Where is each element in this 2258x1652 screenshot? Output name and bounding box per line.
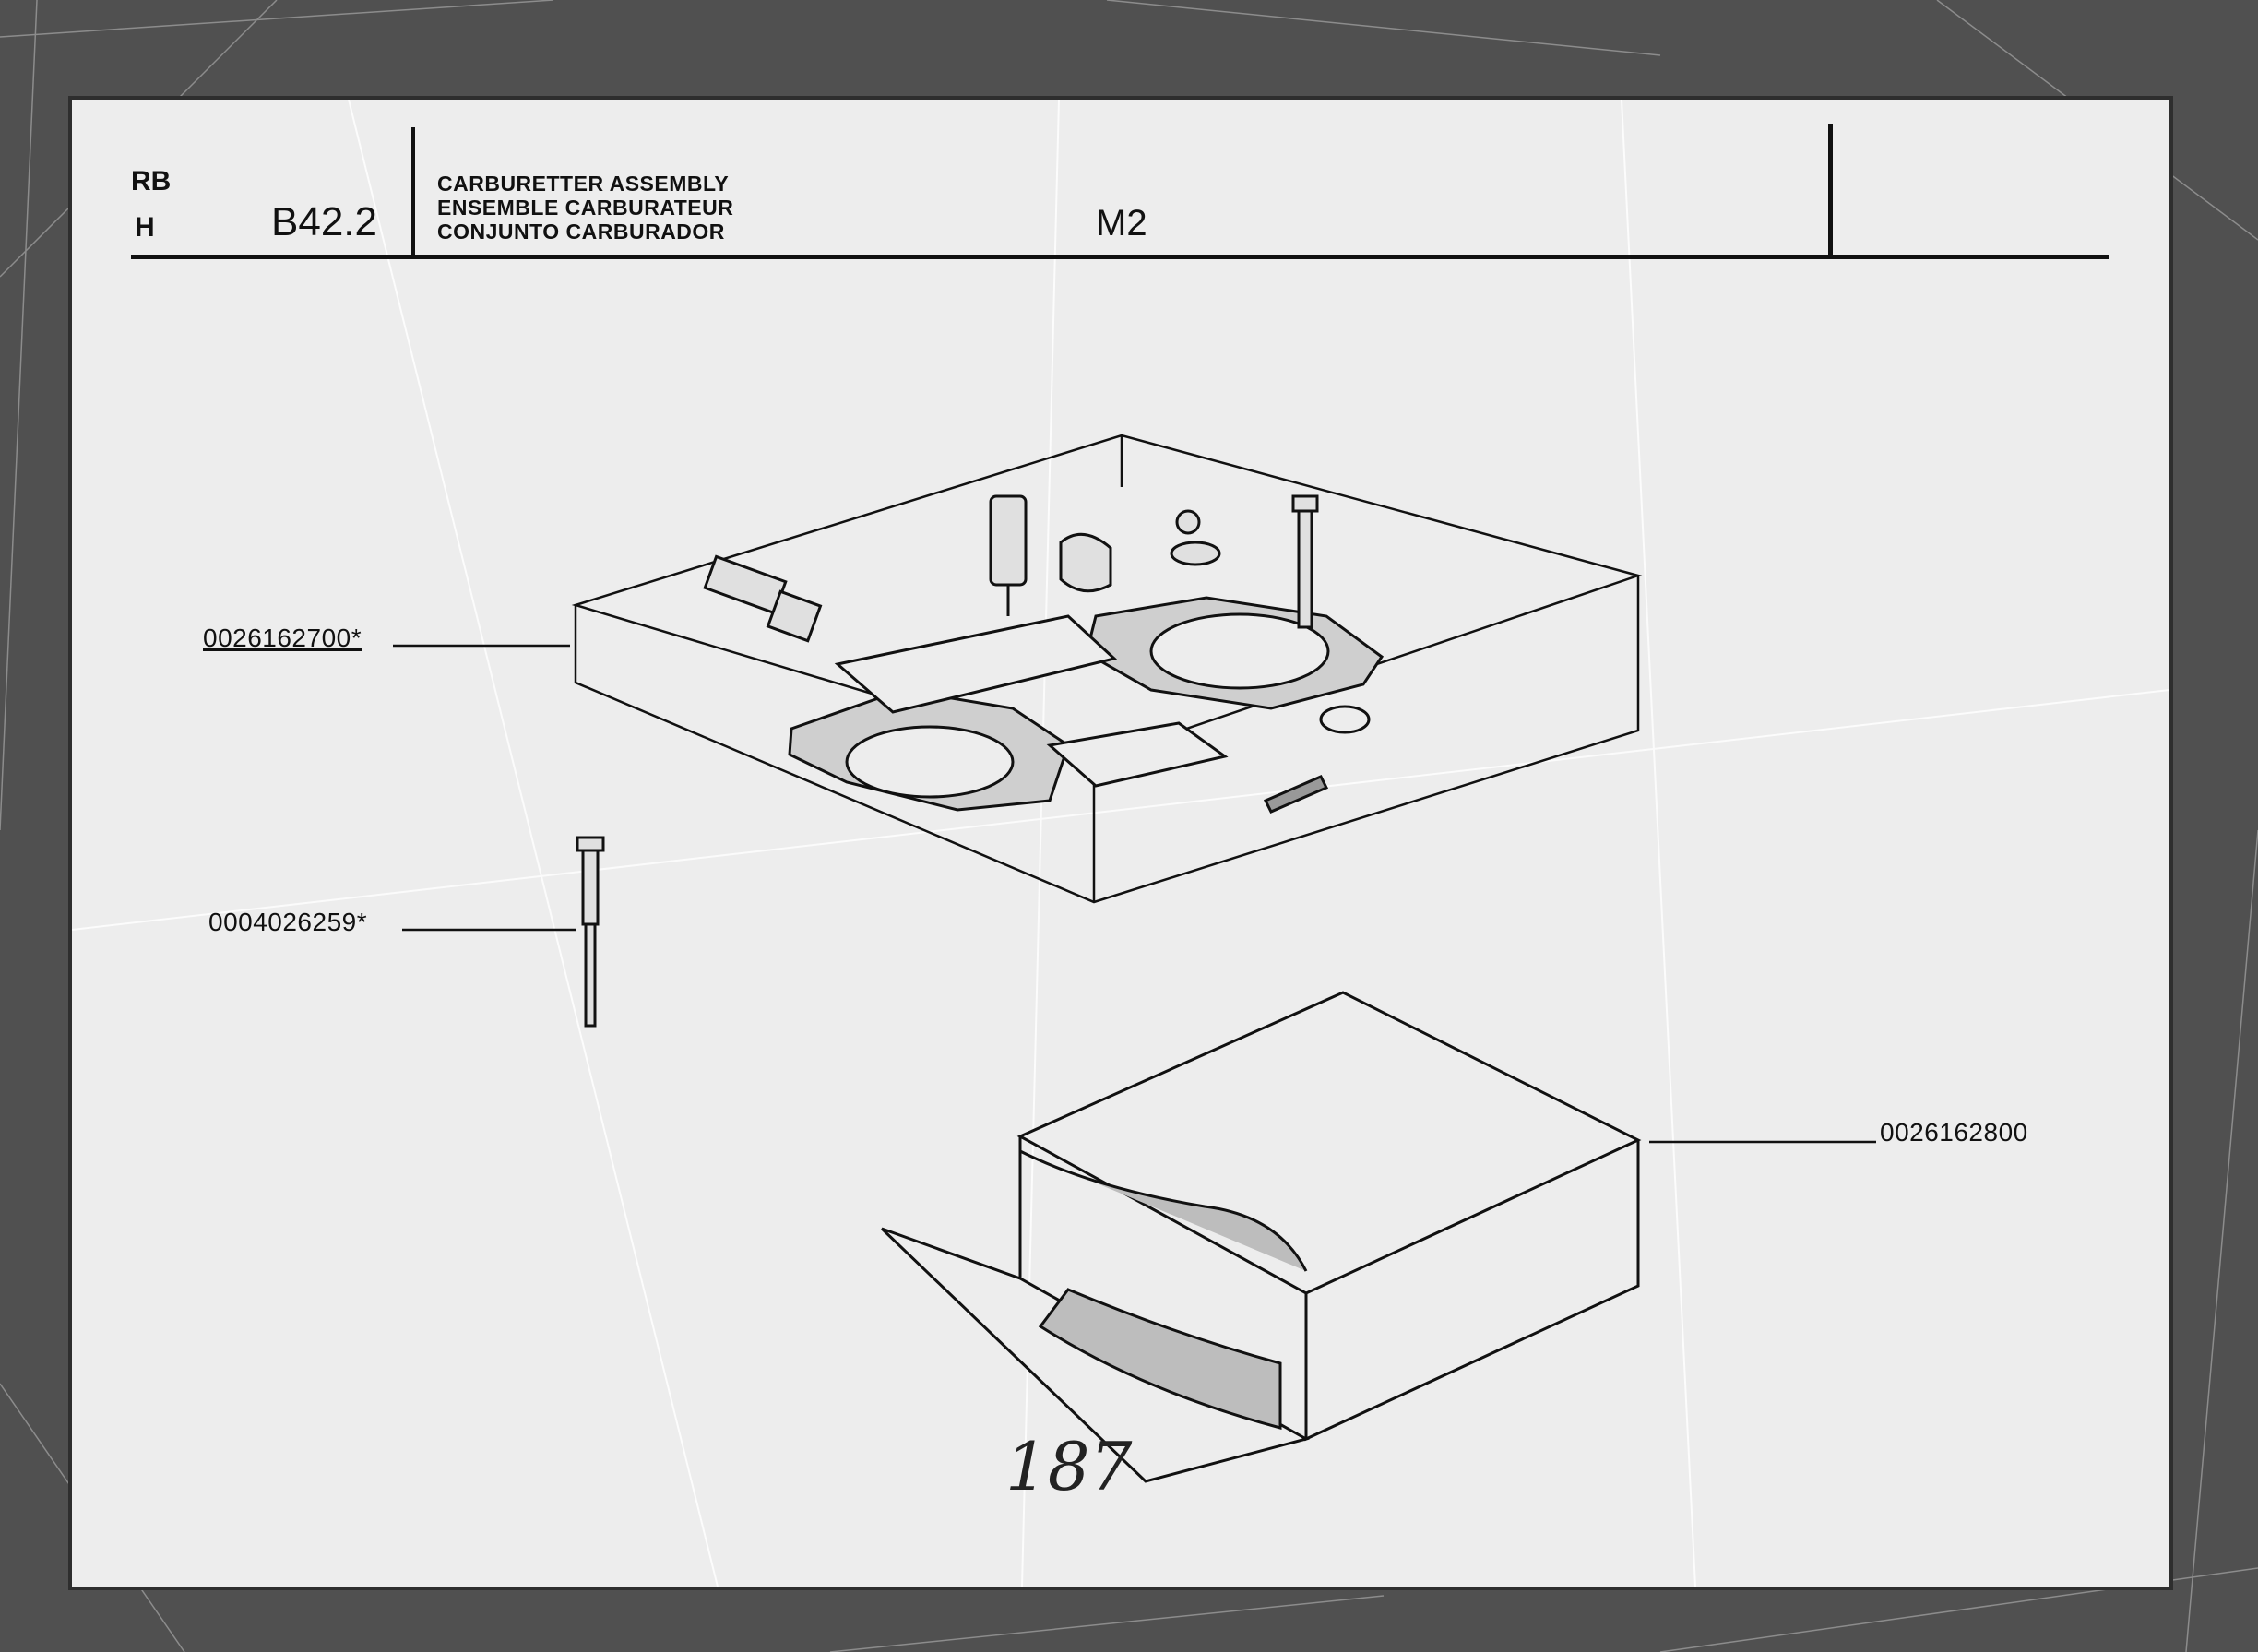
gasket-set xyxy=(788,596,1385,812)
part-label-gasket-kit: 0026162700* xyxy=(203,624,362,652)
catalog-page: RB H B42.2 CARBURETTER ASSEMBLY ENSEMBLE… xyxy=(72,100,2169,1587)
small-kit-parts xyxy=(703,494,1329,814)
part-label-gasket-carton: 0026162800 xyxy=(1880,1118,2028,1147)
exploded-parts-drawing xyxy=(72,100,2169,1587)
header-divider-left xyxy=(411,127,415,258)
catalog-code-bottom: H xyxy=(135,212,155,243)
jet-pin xyxy=(576,836,605,1028)
group-number: B42.2 xyxy=(271,199,377,244)
catalog-code-top: RB xyxy=(131,166,172,196)
header-divider-right xyxy=(1828,124,1833,258)
gasket-kit-box xyxy=(571,434,1643,904)
section-code: M2 xyxy=(1096,203,1147,244)
title-french: ENSEMBLE CARBURATEUR xyxy=(437,196,734,220)
handwritten-page-number: 187 xyxy=(1005,1428,1133,1505)
title-spanish: CONJUNTO CARBURADOR xyxy=(437,220,725,244)
part-label-jet-pin: 0004026259* xyxy=(208,908,368,936)
header-rule xyxy=(131,255,2109,259)
gasket-kit-carton xyxy=(880,991,1642,1483)
title-english: CARBURETTER ASSEMBLY xyxy=(437,172,730,196)
